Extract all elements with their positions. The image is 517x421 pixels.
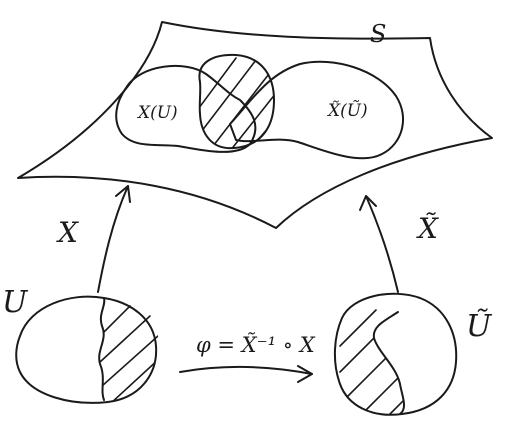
map-x-label: X — [56, 216, 79, 249]
domain-u-boundary-curve — [98, 297, 106, 401]
transition-arrowhead — [297, 365, 313, 383]
surface-outline — [17, 21, 493, 229]
domain-uhat-hatching — [339, 309, 405, 415]
patch-xhat-outline — [229, 60, 405, 160]
patch-x-label: X(U) — [136, 103, 178, 123]
patch-xhat-label: X̃(Ũ) — [326, 100, 368, 121]
map-x-arrowhead — [115, 185, 131, 203]
transition-label: φ = X̃⁻¹ ∘ X — [196, 333, 316, 357]
overlap-hatching — [199, 57, 274, 149]
surface-label: S — [370, 20, 386, 48]
domain-u-hatching — [99, 305, 159, 401]
domain-uhat-outline — [333, 292, 458, 416]
map-xhat-arrow — [365, 195, 399, 293]
domain-uhat-label: Ũ — [466, 308, 493, 344]
map-xhat-arrowhead — [359, 195, 377, 211]
map-xhat-label: X̃ — [416, 212, 439, 245]
map-x-arrow — [97, 185, 129, 293]
domain-u-label: U — [2, 285, 29, 320]
domain-u-outline — [15, 295, 158, 404]
transition-arrow — [179, 365, 313, 375]
